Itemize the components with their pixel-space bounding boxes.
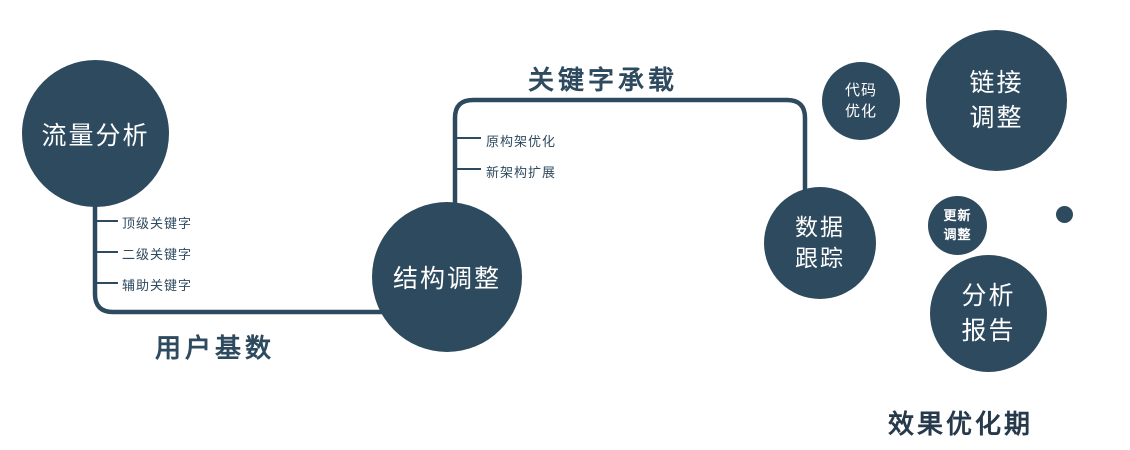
branch-top-keywords: 顶级关键字 [122,216,193,231]
node-analysis-report: 分析 报告 [930,255,1047,372]
edge-label-keyword-carrying: 关键字承载 [528,65,679,95]
node-code-optimization: 代码 优化 [822,62,900,140]
edge-traffic-to-structure [92,195,412,315]
node-label-line: 调整 [969,103,1024,132]
node-label-line: 分析 [961,281,1016,310]
node-label-line: 数据 [795,213,845,240]
branch-auxiliary-keywords: 辅助关键字 [122,278,193,293]
node-structure-adjustment: 结构调整 [372,202,522,352]
label-effect-optimization-phase: 效果优化期 [888,409,1034,439]
edge-structure-to-tracking [452,97,808,212]
node-label-line: 调整 [943,226,972,242]
node-traffic-analysis: 流量分析 [22,60,169,207]
node-label-line: 代码 [844,82,877,99]
node-label-line: 链接 [969,68,1024,97]
node-label: 结构调整 [392,265,501,293]
node-label-line: 跟踪 [795,245,845,271]
node-link-adjustment: 链接 调整 [926,30,1067,171]
node-label-line: 报告 [961,316,1016,345]
node-label-line: 优化 [844,103,877,120]
branch-original-architecture-optimization: 原构架优化 [486,134,557,149]
branch-secondary-keywords: 二级关键字 [122,247,193,262]
bullet-dot [1056,206,1073,223]
node-label-line: 更新 [943,208,972,224]
node-label: 流量分析 [41,121,150,150]
node-update-adjustment: 更新 调整 [928,196,987,255]
edge-label-user-base: 用户基数 [155,333,276,363]
node-data-tracking: 数据 跟踪 [764,187,876,299]
branch-new-architecture-expansion: 新架构扩展 [486,165,557,180]
